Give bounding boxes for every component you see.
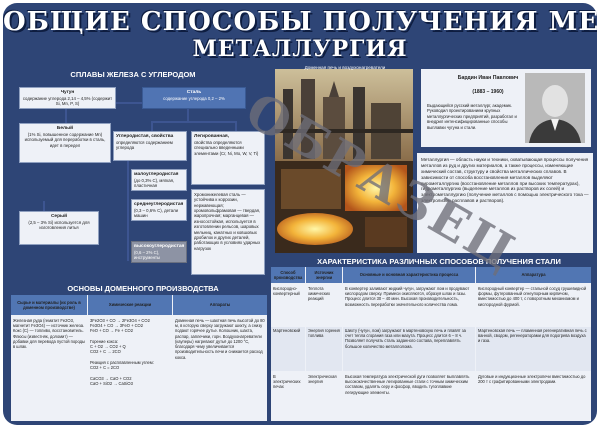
grey-iron-title: Серый: [50, 214, 68, 219]
portrait-text: Выдающийся русский металлург, академик. …: [427, 103, 517, 130]
blast-header-raw: Сырье и материалы (их роль в доменном пр…: [11, 295, 87, 315]
blast-reactions-text: 3Fe2O3 + CO → 2Fe3O4 + CO2 Fe3O4 + CO → …: [90, 318, 154, 386]
bardin-portrait: [525, 73, 585, 143]
blast-header-reactions: Химические реакции: [88, 295, 172, 315]
row3-method: В электрических печах: [273, 374, 301, 390]
row3-energy: Электрическая энергия: [308, 374, 337, 385]
methods-header-apparatus: Аппаратура: [476, 267, 591, 283]
high-carbon-text: (0,6 – 2% C), инструменты: [134, 249, 161, 261]
white-iron-box: Белый (1% Si, повышенное содержание Mn) …: [19, 123, 111, 163]
row1-method: Кислородно-конвертерный: [273, 286, 300, 297]
blast-furnace-photo: [275, 69, 413, 253]
blast-raw-text: Железная руда (гематит Fe2O3, магнетит F…: [13, 318, 85, 350]
grey-iron-text: (2,5 – 3% Si) используется для изготовле…: [28, 219, 90, 231]
mid-carbon-text: (0,3 – 0,6% C), детали машин: [134, 207, 179, 219]
low-carbon-text: (до 0,3% C), мягкая, пластичная: [134, 177, 175, 189]
alloy-properties-text: Хромоникелевая сталь — устойчива к корро…: [194, 192, 261, 251]
white-iron-title: Белый: [56, 126, 74, 131]
steel-box: Сталь содержание углерода 0,2 – 2%: [142, 87, 246, 109]
portrait-name: Бардин Иван Павлович: [457, 75, 519, 81]
methods-header-energy: Источник энергии: [306, 267, 342, 283]
low-carbon-title: малоуглеродистая: [134, 172, 179, 177]
row1-process: В конвертер заливают жидкий чугун, загру…: [345, 286, 470, 307]
blast-header-apparatus: Аппараты: [173, 295, 267, 315]
cast-iron-box: Чугун содержание углерода 2,14 – 4,5% (с…: [19, 87, 116, 109]
white-iron-text: (1% Si, повышенное содержание Mn) исполь…: [24, 131, 106, 148]
row3-apparatus: Дуговые и индукционные электропечи вмест…: [478, 374, 586, 385]
methods-title: ХАРАКТЕРИСТИКА РАЗЛИЧНЫХ СПОСОБОВ ПОЛУЧЕ…: [317, 257, 561, 266]
poster: ОБЩИЕ СПОСОБЫ ПОЛУЧЕНИЯ МЕТАЛЛОВ МЕТАЛЛУ…: [3, 3, 597, 425]
alloyed-steel-text: свойства определяются специально введенн…: [194, 139, 259, 156]
methods-header-method: Способ производства: [271, 267, 305, 283]
high-carbon-title: высокоуглеродистая: [134, 244, 185, 249]
row2-energy: Энергия горения топлива: [306, 327, 342, 371]
mid-carbon-box: среднеуглеродистая (0,3 – 0,6% C), детал…: [131, 199, 187, 221]
row3-process: Высокая температура электрической дуги п…: [345, 374, 470, 395]
low-carbon-box: малоуглеродистая (до 0,3% C), мягкая, пл…: [131, 169, 187, 191]
row1-apparatus: Кислородный конвертер — стальной сосуд г…: [478, 286, 587, 307]
row2-method: Мартеновский: [271, 327, 305, 371]
photo-caption: Доменная печь и воздухонагреватели: [304, 65, 386, 70]
alloy-properties-box: Хромоникелевая сталь — устойчива к корро…: [191, 189, 265, 275]
high-carbon-box: высокоуглеродистая (0,6 – 2% C), инструм…: [131, 241, 187, 263]
alloyed-steel-box: Легированная, свойства определяются спец…: [191, 131, 265, 185]
carbon-steel-text: определяются содержанием углерода: [116, 139, 173, 151]
blast-table: [11, 295, 267, 421]
cast-iron-text: содержание углерода 2,14 – 4,5% (содержи…: [22, 95, 113, 107]
row2-process: Шихту (чугун, лом) загружают в мартеновс…: [343, 327, 475, 371]
steel-title: Сталь: [186, 90, 202, 95]
portrait-years: (1883 – 1960): [472, 89, 504, 95]
methods-header-process: Основные и основная характеристика проце…: [343, 267, 475, 283]
poster-subtitle: МЕТАЛЛУРГИЯ: [192, 36, 408, 62]
blast-apparatus-text: Доменная печь — шахтная печь высотой до …: [175, 318, 265, 360]
row1-energy: Теплота химических реакций: [308, 286, 331, 302]
blast-furnace-illustration: [275, 69, 413, 253]
steel-text: содержание углерода 0,2 – 2%: [163, 95, 225, 101]
mid-carbon-title: среднеуглеродистая: [134, 202, 184, 207]
definition-panel: [417, 153, 593, 253]
alloys-title: СПЛАВЫ ЖЕЛЕЗА С УГЛЕРОДОМ: [70, 70, 196, 79]
portrait-image: [525, 73, 585, 143]
carbon-steel-box: Углеродистая, свойства определяются соде…: [113, 131, 187, 161]
alloyed-steel-title: Легированная,: [194, 134, 229, 139]
cast-iron-title: Чугун: [60, 90, 75, 95]
definition-text: Металлургия — область науки и техники, о…: [421, 157, 589, 204]
carbon-steel-title: Углеродистая, свойства: [116, 134, 174, 139]
row2-apparatus: Мартеновская печь — пламенная регенерати…: [476, 327, 591, 371]
poster-title: ОБЩИЕ СПОСОБЫ ПОЛУЧЕНИЯ МЕТАЛЛОВ: [3, 7, 597, 37]
grey-iron-box: Серый (2,5 – 3% Si) используется для изг…: [19, 211, 99, 245]
blast-section-title: ОСНОВЫ ДОМЕННОГО ПРОИЗВОДСТВА: [67, 284, 219, 293]
